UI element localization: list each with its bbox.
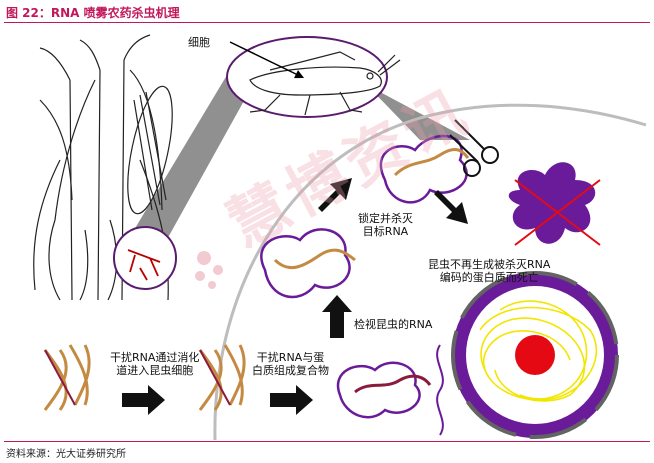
rna-loop-top bbox=[379, 134, 468, 204]
watermark-dots bbox=[195, 251, 223, 289]
process-arrows bbox=[122, 178, 468, 415]
source-divider bbox=[4, 441, 650, 442]
label-lock-destroy: 锁定并杀灭 目标RNA bbox=[358, 212, 413, 238]
target-rna-strand bbox=[436, 344, 444, 436]
leg-zoom-circle bbox=[113, 226, 177, 290]
cell-outline bbox=[213, 103, 647, 441]
rna-helix-loop-middle bbox=[273, 248, 356, 270]
rna-loop-middle bbox=[260, 228, 351, 299]
zoom-beam-2 bbox=[362, 80, 470, 140]
label-enter-cell: 干扰RNA通过消化 道进入昆虫细胞 bbox=[110, 351, 200, 377]
arrow-icon bbox=[322, 295, 352, 338]
grasshopper-icon bbox=[249, 51, 401, 116]
protein-blob-icon bbox=[508, 162, 596, 244]
arrow-icon bbox=[318, 178, 352, 212]
figure-title: 图 22：RNA 喷雾农药杀虫机理 bbox=[6, 6, 180, 20]
cell-pointer bbox=[229, 41, 305, 79]
nucleus-ring bbox=[451, 271, 619, 439]
chromatin bbox=[479, 300, 598, 402]
arrow-icon bbox=[122, 385, 165, 415]
insect-zoom-ellipse bbox=[226, 36, 388, 118]
label-cell: 细胞 bbox=[188, 36, 210, 49]
arrow-icon bbox=[434, 190, 468, 224]
scissors-icon bbox=[449, 119, 499, 177]
corn-plant-icon bbox=[33, 34, 173, 301]
label-complex: 干扰RNA与蛋 白质组成复合物 bbox=[252, 351, 329, 377]
rna-helix-icon bbox=[43, 344, 91, 411]
rna-helix-loop-bottom bbox=[354, 374, 432, 394]
rna-helix-icon-2 bbox=[198, 344, 246, 411]
label-protein-death: 昆虫不再生成被杀灭RNA 编码的蛋白质而死亡 bbox=[428, 258, 551, 284]
rna-loop-bottom bbox=[336, 361, 421, 419]
title-divider bbox=[4, 22, 650, 23]
small-grasshopper-icon bbox=[127, 249, 161, 281]
nucleus-icon bbox=[515, 335, 555, 375]
zoom-beam-1 bbox=[128, 70, 250, 270]
source-note: 资料来源：光大证券研究所 bbox=[6, 449, 126, 460]
arrow-icon bbox=[270, 385, 313, 415]
cross-mark-icon bbox=[514, 179, 601, 246]
label-inspect: 检视昆虫的RNA bbox=[354, 318, 433, 331]
rna-helix-loop-top bbox=[393, 147, 470, 177]
